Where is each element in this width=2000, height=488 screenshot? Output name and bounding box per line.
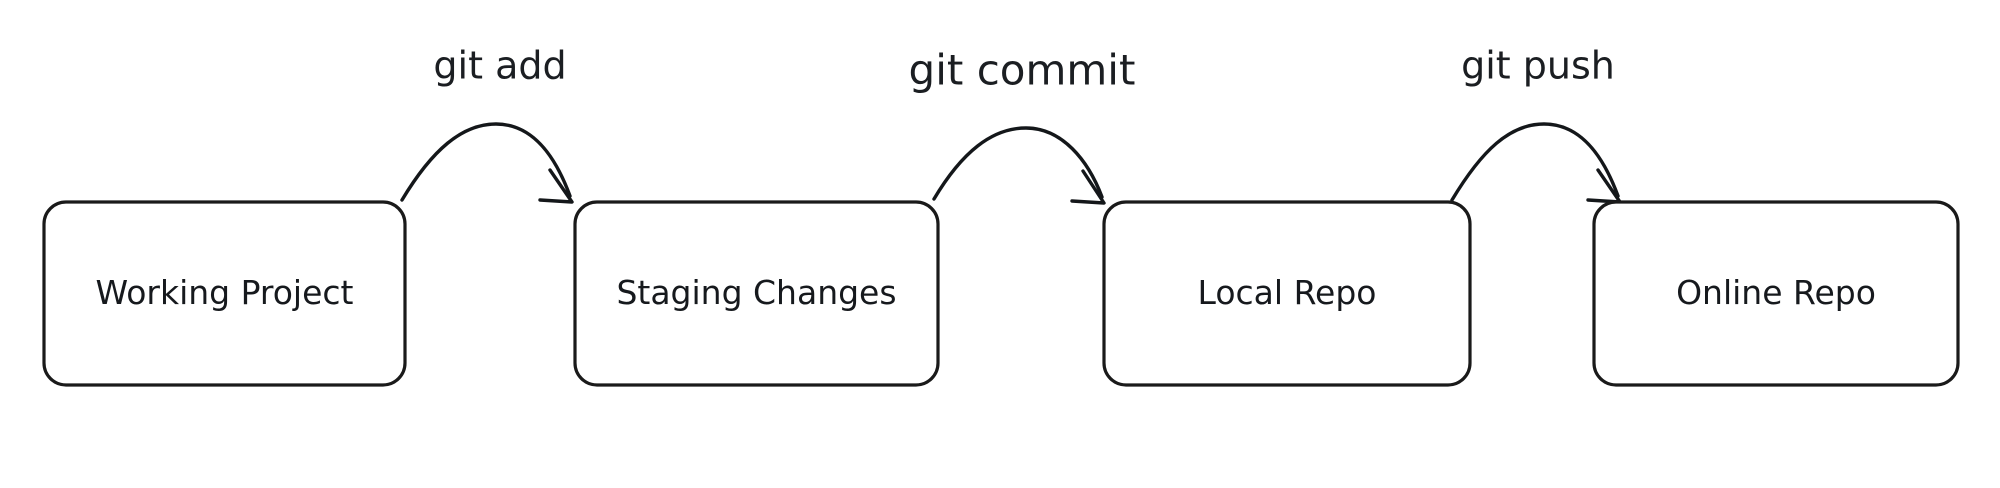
node-local-repo-label: Local Repo: [1198, 273, 1377, 312]
node-online-repo-label: Online Repo: [1676, 273, 1876, 312]
node-local-repo-shape: [1102, 200, 1472, 387]
edge-git-commit-label: git commit: [909, 46, 1136, 95]
edge-git-add-arrowhead-icon: [538, 168, 574, 204]
edge-git-push[interactable]: git push: [1450, 44, 1622, 204]
node-online-repo[interactable]: Online Repo: [1592, 200, 1960, 387]
node-local-repo[interactable]: Local Repo: [1102, 200, 1472, 387]
edge-git-add-label: git add: [433, 44, 566, 88]
edge-git-add-curve: [400, 122, 572, 202]
edge-git-commit-curve: [932, 126, 1104, 201]
edge-git-push-label: git push: [1461, 44, 1615, 88]
edge-git-commit[interactable]: git commit: [909, 46, 1136, 205]
node-working-project-shape: [42, 200, 407, 387]
node-staging-changes[interactable]: Staging Changes: [573, 200, 940, 387]
node-online-repo-shape: [1592, 200, 1960, 387]
edge-git-add[interactable]: git add: [400, 44, 574, 204]
node-working-project[interactable]: Working Project: [42, 200, 407, 387]
edge-git-commit-arrowhead-icon: [1070, 169, 1106, 205]
node-staging-changes-label: Staging Changes: [616, 273, 896, 312]
edge-git-push-curve: [1450, 122, 1620, 202]
node-staging-changes-shape: [573, 200, 940, 387]
node-working-project-label: Working Project: [96, 273, 354, 312]
